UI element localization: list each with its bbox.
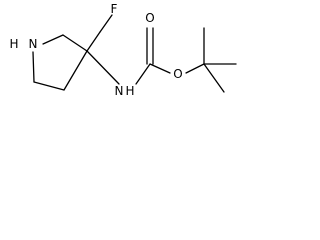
bond-c4-c5 bbox=[33, 81, 65, 91]
pyrrolidine-ring bbox=[32, 34, 88, 91]
bond-cq-methyl-down bbox=[203, 63, 225, 93]
carbamate-n-label: N bbox=[115, 84, 124, 98]
bond-o-cq bbox=[185, 63, 205, 74]
bond-c3-c4 bbox=[63, 50, 88, 91]
bond-c3-ch2 bbox=[86, 31, 101, 52]
bond-c5-n1 bbox=[32, 51, 35, 83]
bond-ch2-f bbox=[99, 14, 113, 33]
fluoromethyl-group bbox=[86, 14, 113, 52]
ring-n-label: N bbox=[29, 37, 38, 51]
carbamate-group bbox=[86, 27, 171, 85]
ring-h-label: H bbox=[9, 37, 18, 51]
bond-n1-c2 bbox=[42, 34, 64, 45]
bond-nh-carbonyl bbox=[135, 63, 151, 85]
tert-butyl-group bbox=[185, 27, 237, 93]
fluorine-label: F bbox=[111, 2, 118, 16]
chemical-structure-diagram: H N F N H O O bbox=[9, 2, 237, 98]
bond-c2-c3 bbox=[62, 34, 88, 52]
ring-nh-label: H N bbox=[9, 37, 37, 51]
bond-carbonyl-ester-o bbox=[149, 63, 171, 74]
carbamate-h-label: H bbox=[125, 84, 134, 98]
bond-c3-nh bbox=[86, 50, 120, 85]
ester-oxygen-label: O bbox=[173, 67, 182, 81]
carbamate-nh-label: N H bbox=[115, 84, 135, 98]
carbonyl-oxygen-label: O bbox=[145, 11, 154, 25]
